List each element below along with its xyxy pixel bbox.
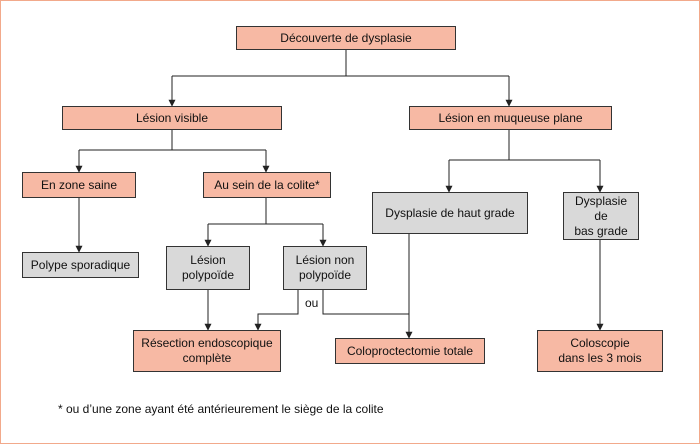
or-label: ou — [305, 296, 319, 310]
node-colonoscopy-line1: Coloscopie — [570, 336, 630, 350]
node-endoscopic-resection-text: Résection endoscopique complète — [141, 336, 272, 366]
arrow-nonpolypoid-to-resection — [254, 290, 299, 331]
node-polypoid-lesion: Lésion polypoïde — [166, 246, 250, 290]
node-nonpolypoid-line2: polypoïde — [298, 268, 352, 282]
node-within-colitis: Au sein de la colite* — [203, 172, 331, 198]
node-visible-lesion-text: Lésion visible — [135, 110, 209, 125]
node-flat-mucosa-lesion: Lésion en muqueuse plane — [409, 106, 612, 130]
node-sporadic-polyp: Polype sporadique — [22, 252, 139, 278]
node-discovery-dysplasia-text: Découverte de dysplasie — [280, 30, 412, 45]
node-endoscopic-resection: Résection endoscopique complète — [133, 330, 281, 372]
node-within-colitis-text: Au sein de la colite* — [214, 177, 320, 192]
node-low-grade-line1: Dysplasie de — [574, 193, 628, 223]
node-polypoid-line2: polypoïde — [181, 268, 235, 282]
node-colonoscopy-text: Coloscopie dans les 3 mois — [558, 336, 641, 366]
node-nonpolypoid-lesion-text: Lésion non polypoïde — [296, 253, 355, 283]
node-healthy-zone-text: En zone saine — [40, 177, 118, 192]
node-resection-line1: Résection endoscopique — [141, 336, 273, 350]
node-total-coloproctectomy-text: Coloproctectomie totale — [346, 343, 474, 358]
node-high-grade-dysplasia: Dysplasie de haut grade — [372, 192, 528, 234]
node-visible-lesion: Lésion visible — [62, 106, 282, 130]
node-colonoscopy: Coloscopie dans les 3 mois — [537, 330, 663, 372]
footnote: * ou d’une zone ayant été antérieurement… — [58, 402, 384, 416]
node-total-coloproctectomy: Coloproctectomie totale — [335, 338, 485, 364]
node-sporadic-polyp-text: Polype sporadique — [30, 257, 131, 272]
node-resection-line2: complète — [182, 351, 232, 365]
node-healthy-zone: En zone saine — [22, 172, 136, 198]
nonpolypoid-right-drop — [322, 290, 409, 315]
node-low-grade-dysplasia-text: Dysplasie de bas grade — [568, 194, 634, 239]
node-flat-mucosa-lesion-text: Lésion en muqueuse plane — [438, 110, 583, 125]
node-polypoid-line1: Lésion — [190, 253, 226, 267]
node-low-grade-line2: bas grade — [574, 223, 628, 238]
node-low-grade-dysplasia: Dysplasie de bas grade — [563, 192, 639, 240]
node-polypoid-lesion-text: Lésion polypoïde — [182, 253, 234, 283]
node-nonpolypoid-lesion: Lésion non polypoïde — [283, 246, 367, 290]
node-high-grade-dysplasia-text: Dysplasie de haut grade — [385, 205, 515, 220]
node-discovery-dysplasia: Découverte de dysplasie — [236, 26, 456, 50]
node-nonpolypoid-line1: Lésion non — [295, 253, 355, 267]
node-colonoscopy-line2: dans les 3 mois — [558, 351, 642, 365]
